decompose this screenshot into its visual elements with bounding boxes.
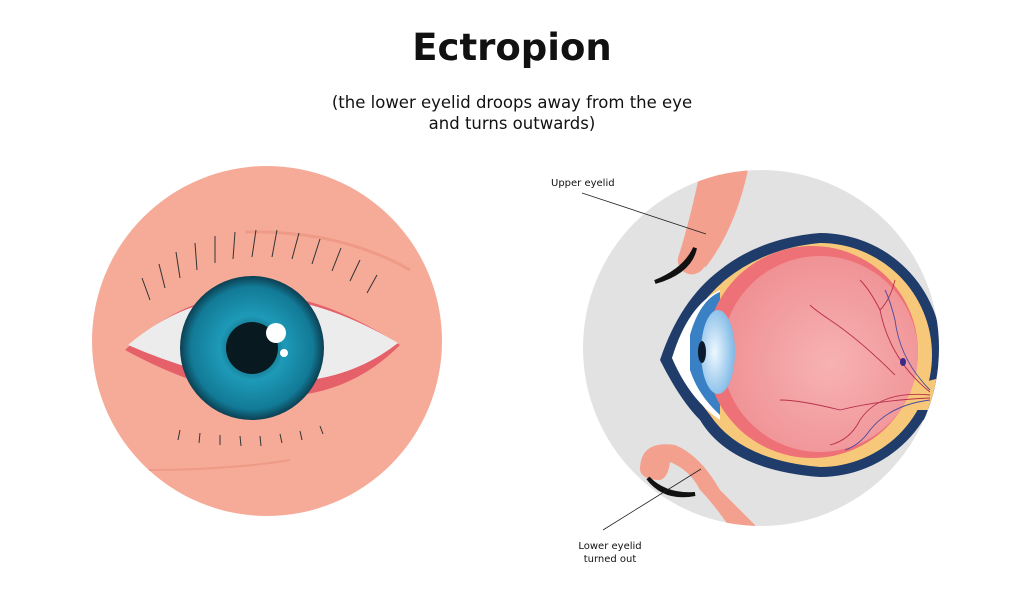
- cross-section-illustration: [581, 170, 939, 531]
- subtitle-line-1: (the lower eyelid droops away from the e…: [331, 93, 693, 112]
- label-upper-eyelid: Upper eyelid: [551, 178, 615, 189]
- subtitle-line-2: and turns outwards): [428, 114, 596, 133]
- upper-eyelid-pointer: [581, 192, 707, 235]
- lens: [701, 310, 735, 394]
- external-eye-illustration: [92, 166, 442, 516]
- lower-eyelash: [646, 476, 696, 498]
- label-lower-eyelid-line-2: turned out: [583, 554, 637, 565]
- subtitle: (the lower eyelid droops away from the e…: [0, 92, 1024, 134]
- lower-eyelid-pointer: [602, 468, 702, 531]
- upper-eyelash: [654, 247, 697, 284]
- highlight: [266, 323, 286, 343]
- retina: [722, 256, 918, 452]
- label-lower-eyelid-line-1: Lower eyelid: [578, 541, 642, 552]
- upper-eyelid: [677, 172, 720, 275]
- pupil: [226, 322, 278, 374]
- blood-vessels: [779, 279, 931, 446]
- label-lower-eyelid: Lower eyelid turned out: [570, 540, 650, 566]
- page-title: Ectropion: [412, 26, 612, 69]
- eyelashes: [141, 229, 378, 447]
- lower-eyelid: [640, 444, 765, 526]
